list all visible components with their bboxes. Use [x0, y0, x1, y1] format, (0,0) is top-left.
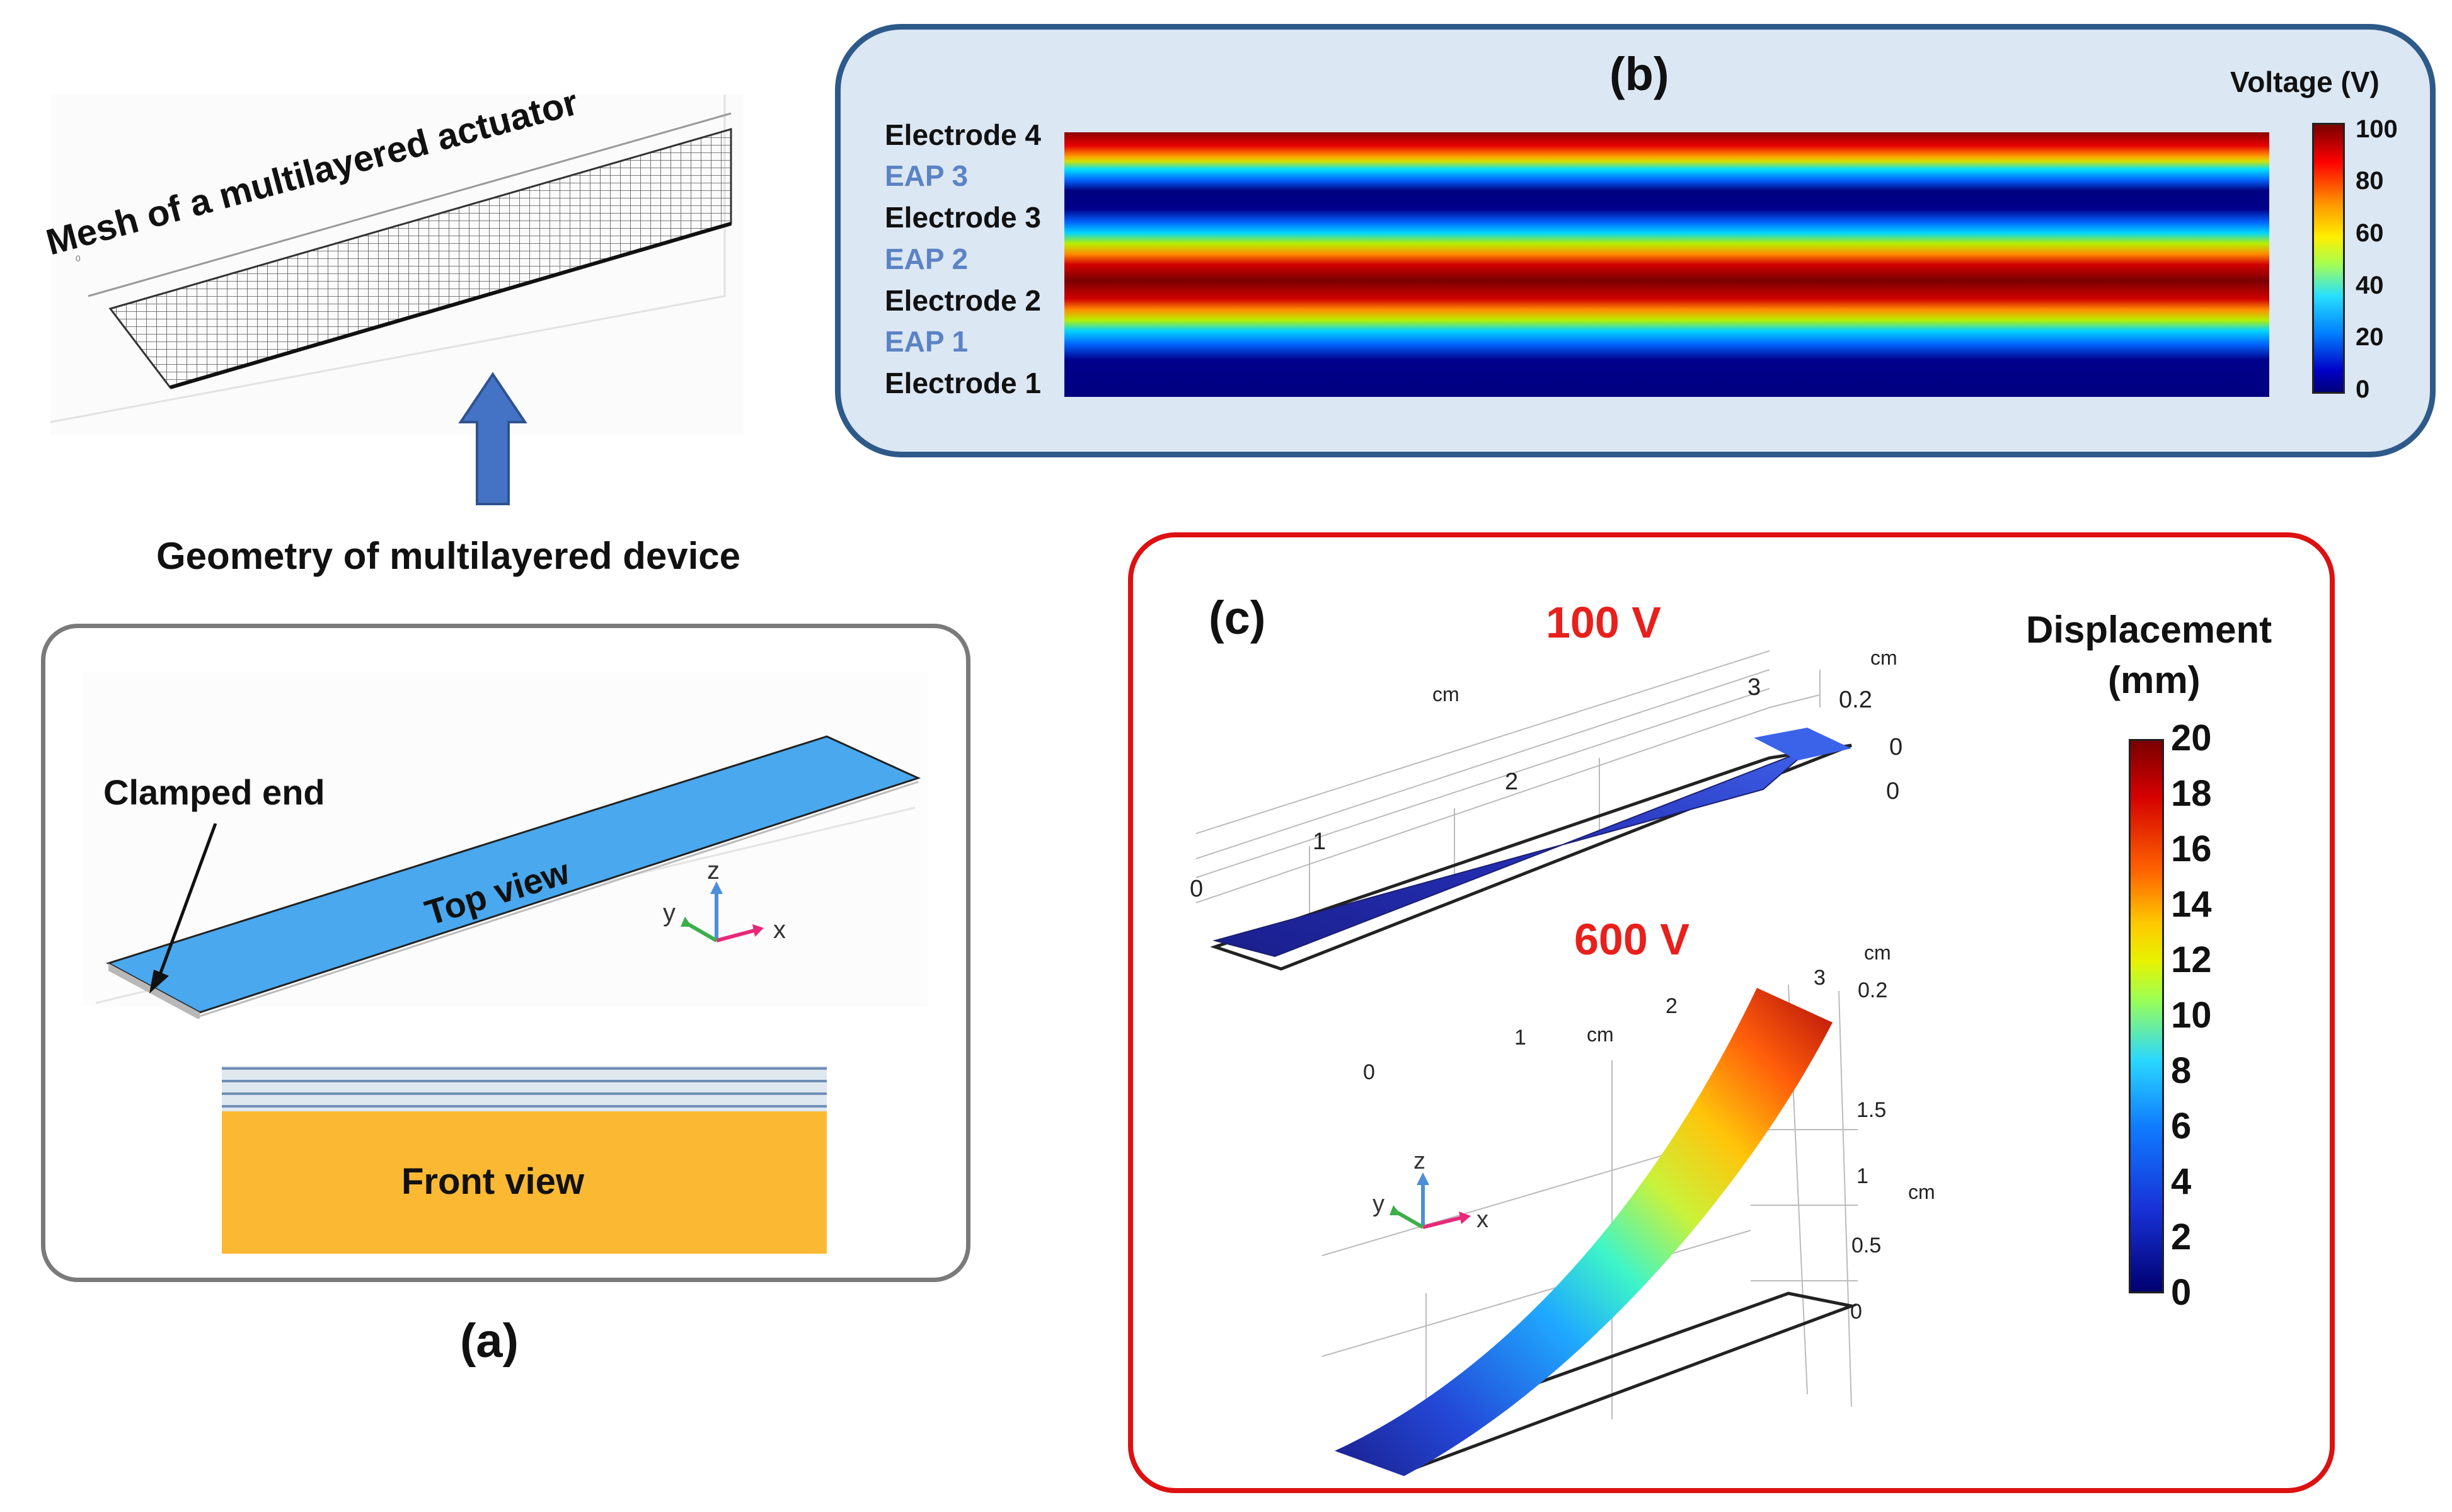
frame-100v: [1210, 743, 1852, 971]
displacement-tick: 20: [2171, 718, 2212, 759]
voltage-tick: 80: [2356, 167, 2384, 195]
surface-600v: [1335, 988, 1833, 1476]
up-arrow-icon: [458, 372, 527, 510]
layer-label-eap-1: EAP 1: [885, 325, 969, 358]
voltage-colorbar: [2312, 123, 2345, 394]
title-100v: 100 V: [1546, 598, 1661, 647]
layer-label-electrode-4: Electrode 4: [885, 118, 1041, 151]
displacement-tick: 14: [2171, 884, 2212, 925]
front-view-label: Front view: [401, 1161, 585, 1202]
top-view-plate: [106, 735, 921, 1014]
clamped-arrow-icon: [149, 823, 217, 994]
panel-c-label: (c): [1209, 592, 1266, 644]
mesh-axis-line: [88, 112, 732, 297]
axis-z-label: z: [707, 857, 720, 885]
layer-label-eap-2: EAP 2: [885, 243, 969, 275]
displacement-tick: 6: [2171, 1106, 2192, 1147]
geometry-caption: Geometry of multilayered device: [156, 535, 741, 577]
tick-600v-width: 0.2: [1858, 978, 1887, 1002]
top-view-plate-edge: [108, 963, 200, 1019]
panel-b-label: (b): [1609, 48, 1669, 100]
tick-100v-length: 0: [1190, 876, 1203, 902]
mesh-tick-1: 1: [504, 112, 509, 122]
clamped-end-label: Clamped end: [103, 772, 325, 812]
tick-600v-height: 0: [1850, 1300, 1862, 1324]
layer-label-electrode-2: Electrode 2: [885, 284, 1041, 317]
axis-x-label: x: [1476, 1206, 1488, 1233]
voltage-tick: 60: [2356, 219, 2384, 247]
panel-a-box: Top view z x y Clamped end Front view: [41, 624, 970, 1282]
panel-b-box: (b) Voltage (V) Electrode 4 EAP 3 Electr…: [835, 24, 2436, 457]
voltage-field-map: [1064, 132, 2269, 397]
unit-100v-width: cm: [1870, 646, 1897, 669]
tick-600v-length: 2: [1666, 994, 1678, 1018]
unit-600v-length: cm: [1587, 1023, 1614, 1046]
voltage-tick: 100: [2356, 115, 2398, 143]
front-view-layers: [222, 1066, 827, 1111]
axis-x-label: x: [773, 916, 786, 944]
tick-100v-width: 0.2: [1839, 687, 1872, 713]
front-view-figure: Front view: [222, 1066, 827, 1271]
tick-600v-length: 1: [1514, 1026, 1526, 1050]
displacement-tick: 2: [2171, 1217, 2192, 1257]
tick-100v-length: 3: [1747, 674, 1761, 701]
axes-triad-600v-icon: z x y: [1373, 1148, 1488, 1233]
plot-100v: cm cm cm 0 1 2 3 0.2 0.3 0: [1190, 646, 1902, 971]
front-view-substrate: [222, 1111, 827, 1254]
unit-600v-height: cm: [1908, 1181, 1935, 1203]
grid-100v: [1195, 650, 1821, 928]
tick-100v-height: 0: [1886, 778, 1899, 805]
tick-600v-height: 1.5: [1856, 1098, 1886, 1122]
top-view-figure: Top view z x y: [83, 672, 928, 1019]
tick-600v-height: 0.5: [1851, 1234, 1881, 1257]
displacement-tick: 0: [2171, 1272, 2192, 1313]
mesh-figure: 0 1 Mesh of a multilayered actuator: [25, 32, 756, 441]
voltage-tick: 40: [2356, 272, 2384, 299]
tick-600v-length: 3: [1814, 966, 1826, 990]
axes-triad-icon: z x y: [663, 857, 786, 944]
voltage-colorbar-title: Voltage (V): [2230, 66, 2380, 98]
axis-y-label: y: [1373, 1191, 1384, 1217]
displacement-tick: 16: [2171, 828, 2212, 869]
mesh-tick-0: 0: [76, 253, 81, 263]
mesh-plate: [108, 128, 732, 389]
tick-100v-width: 0.3: [1889, 734, 1902, 760]
tick-100v-length: 1: [1313, 828, 1326, 855]
title-600v: 600 V: [1574, 915, 1689, 964]
layer-label-electrode-1: Electrode 1: [885, 367, 1041, 399]
displacement-colorbar-title: Displacement: [2026, 609, 2272, 651]
voltage-tick: 20: [2356, 323, 2384, 351]
displacement-colorbar-unit: (mm): [2108, 659, 2201, 701]
top-view-plate-side: [199, 781, 919, 1017]
tick-600v-length: 0: [1363, 1060, 1375, 1084]
unit-600v-width: cm: [1864, 941, 1891, 964]
tick-600v-height: 1: [1856, 1164, 1868, 1188]
axis-z-label: z: [1413, 1148, 1425, 1174]
plot-600v: cm cm cm 0 1 2 3 0.2 1.5 1 0.5 0 z x y: [1321, 941, 1935, 1476]
mesh-svg: 0 1 Mesh of a multilayered actuator: [42, 82, 744, 435]
displacement-colorbar: [2129, 739, 2164, 1293]
voltage-tick: 0: [2356, 375, 2370, 403]
axis-y-label: y: [663, 899, 676, 927]
surface-100v-tip: [1754, 728, 1851, 760]
displacement-tick: 8: [2171, 1050, 2192, 1091]
displacement-tick: 4: [2171, 1161, 2192, 1202]
layer-label-eap-3: EAP 3: [885, 159, 969, 192]
tick-100v-length: 2: [1505, 769, 1518, 795]
panel-a-label: (a): [460, 1314, 519, 1368]
unit-100v-length: cm: [1432, 683, 1459, 706]
layer-label-electrode-3: Electrode 3: [885, 201, 1041, 234]
displacement-tick: 10: [2171, 995, 2212, 1036]
displacement-tick: 18: [2171, 773, 2212, 814]
displacement-tick: 12: [2171, 939, 2212, 980]
